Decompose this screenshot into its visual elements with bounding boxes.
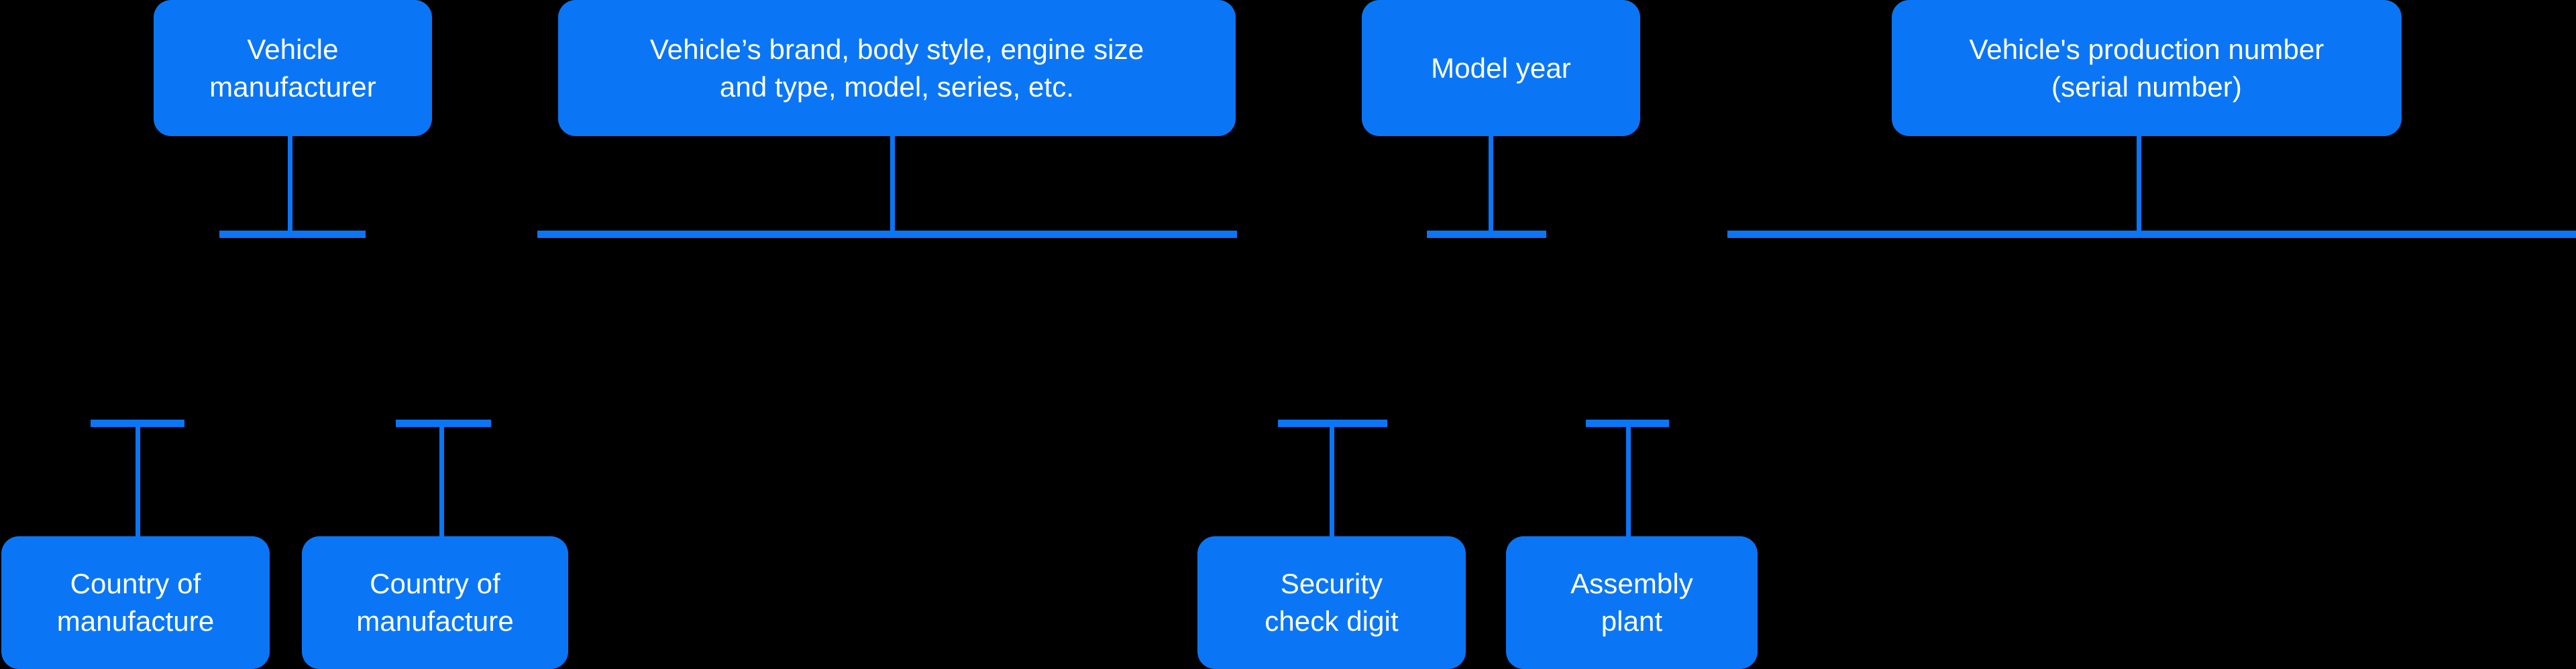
node-label-production-number: Vehicle's production number (serial numb… [1969, 33, 2324, 103]
node-box-country-of-manufacture-2[interactable]: Country of manufacture [302, 536, 568, 669]
connector-bar-vehicle-manufacturer [219, 231, 366, 238]
node-label-security-check-digit: Security check digit [1265, 568, 1399, 637]
connector-stem-vehicle-attributes [890, 136, 895, 235]
connector-bar-country-of-manufacture-1 [91, 420, 184, 427]
connector-bar-production-number [1727, 231, 2576, 238]
connector-stem-country-of-manufacture-1 [136, 424, 140, 536]
node-label-vehicle-manufacturer: Vehicle manufacturer [209, 33, 376, 103]
connector-stem-country-of-manufacture-2 [439, 424, 444, 536]
node-label-model-year: Model year [1431, 52, 1571, 84]
node-box-vehicle-manufacturer[interactable]: Vehicle manufacturer [154, 0, 432, 136]
connector-bar-assembly-plant [1586, 420, 1669, 427]
node-box-country-of-manufacture-1[interactable]: Country of manufacture [1, 536, 270, 669]
node-label-country-of-manufacture-2: Country of manufacture [356, 568, 514, 637]
node-label-assembly-plant: Assembly plant [1570, 568, 1693, 637]
connector-stem-model-year [1489, 136, 1493, 235]
node-box-model-year[interactable]: Model year [1362, 0, 1640, 136]
node-label-country-of-manufacture-1: Country of manufacture [56, 568, 215, 637]
connector-bar-security-check-digit [1278, 420, 1387, 427]
node-box-assembly-plant[interactable]: Assembly plant [1506, 536, 1758, 669]
node-box-production-number[interactable]: Vehicle's production number (serial numb… [1892, 0, 2402, 136]
node-box-vehicle-attributes[interactable]: Vehicle’s brand, body style, engine size… [558, 0, 1236, 136]
connector-bar-vehicle-attributes [537, 231, 1237, 238]
node-box-security-check-digit[interactable]: Security check digit [1197, 536, 1466, 669]
connector-bar-model-year [1427, 231, 1546, 238]
connector-stem-security-check-digit [1330, 424, 1334, 536]
connector-stem-assembly-plant [1626, 424, 1631, 536]
node-label-vehicle-attributes: Vehicle’s brand, body style, engine size… [649, 33, 1144, 103]
connector-stem-production-number [2137, 136, 2141, 235]
connector-bar-country-of-manufacture-2 [396, 420, 491, 427]
connector-stem-vehicle-manufacturer [288, 136, 292, 235]
